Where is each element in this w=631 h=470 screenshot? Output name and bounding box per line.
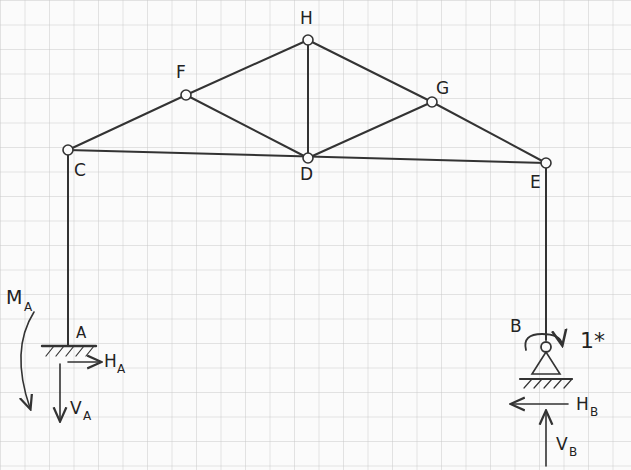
force-symbol: H xyxy=(104,353,117,370)
unit-moment: 1* xyxy=(580,330,605,352)
support-letter: B xyxy=(510,318,522,335)
joint-letter: G xyxy=(436,80,449,97)
support-letter: A xyxy=(76,326,86,341)
subscript: B xyxy=(590,406,598,418)
subscript: A xyxy=(117,363,125,375)
joint-letter: F xyxy=(176,64,186,81)
force-symbol: H xyxy=(576,396,589,413)
joint-letter: E xyxy=(530,174,541,191)
joint-letter: H xyxy=(300,10,313,27)
subscript: A xyxy=(83,410,91,422)
force-symbol: V xyxy=(556,436,568,453)
force-symbol: V xyxy=(70,400,82,417)
subscript: A xyxy=(24,301,32,313)
subscript: B xyxy=(569,446,577,458)
joint-letter: C xyxy=(74,162,86,179)
moment-symbol: M xyxy=(6,288,22,307)
joint-letter: D xyxy=(300,166,313,183)
